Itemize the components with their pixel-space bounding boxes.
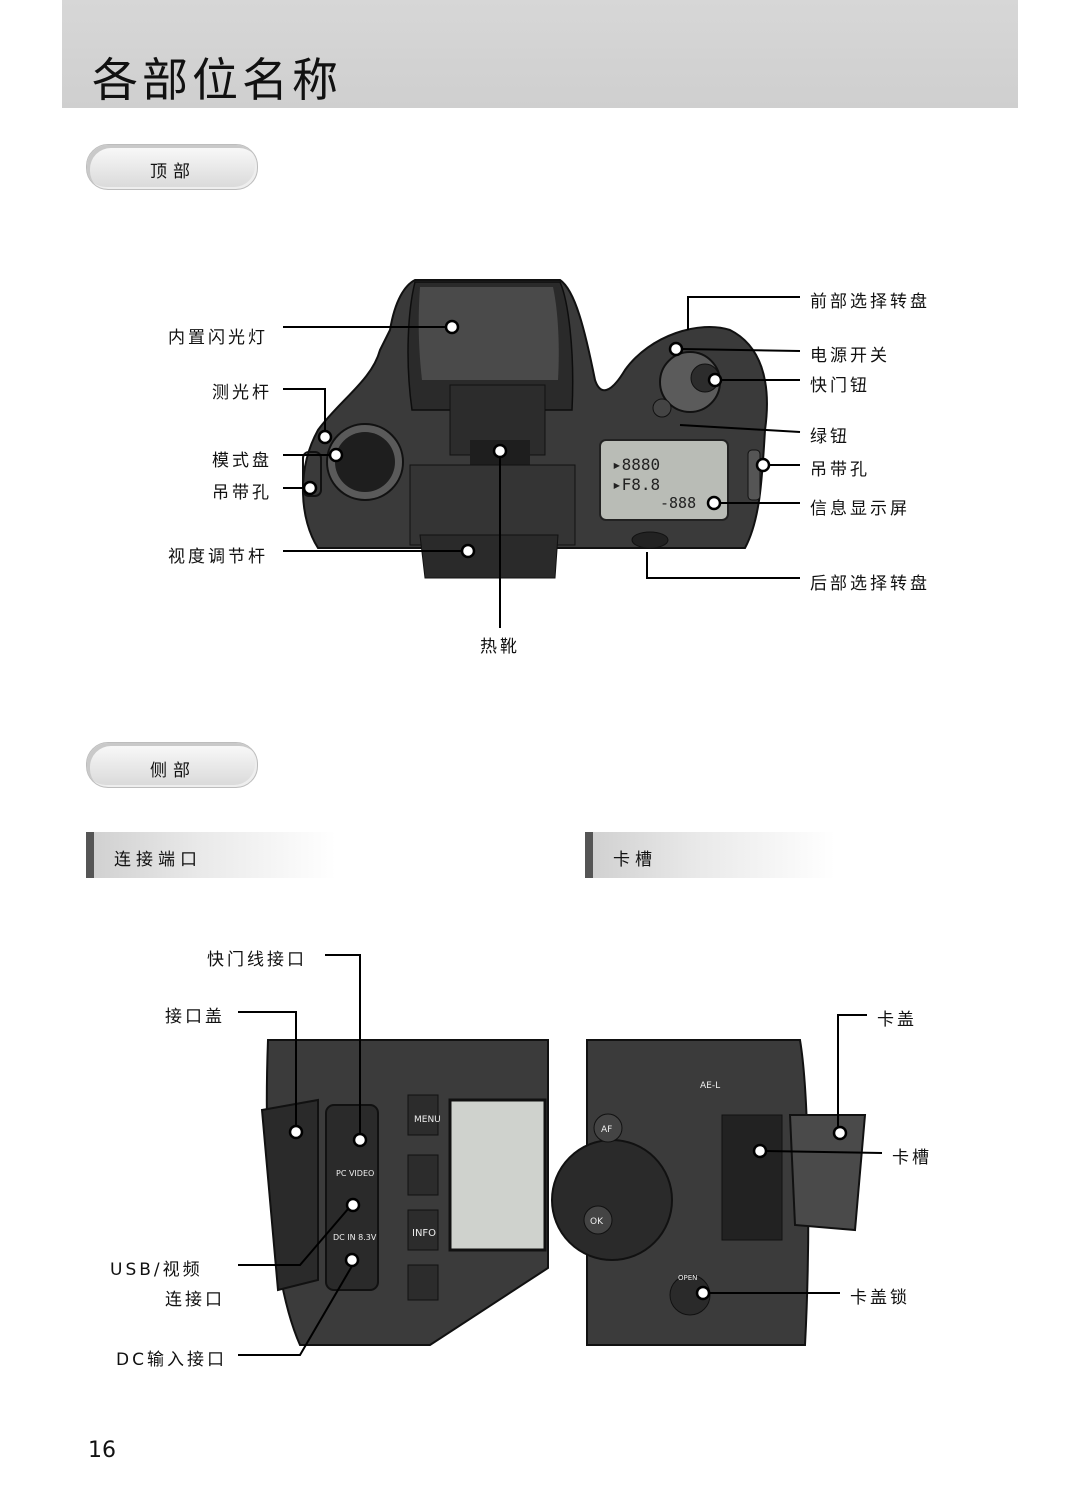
af-button-text: AF [601,1125,612,1135]
erase-button-graphic [407,1154,439,1196]
card-slot-graphic [721,1114,783,1241]
menu-button-text: MENU [414,1115,441,1125]
ok-button-graphic [583,1205,613,1235]
label-cable-release: 快门线接口 [207,950,307,970]
af-button-graphic [593,1113,623,1143]
svg-text:-888: -888 [660,494,696,512]
label-green-button: 绿钮 [810,427,850,447]
ae-l-text: AE-L [700,1081,720,1091]
top-section-pill [86,144,258,190]
label-shutter-button: 快门钮 [810,376,870,396]
title-band [62,0,1018,108]
mode-dial-inner [335,432,395,492]
svg-text:▸8880: ▸8880 [612,455,660,474]
rear-dial-ring-graphic [551,1139,673,1261]
label-strap-eyelet-left: 吊带孔 [212,483,272,503]
label-terminal-cover: 接口盖 [165,1007,225,1027]
label-front-dial: 前部选择转盘 [810,292,930,312]
label-dc-in: DC输入接口 [116,1350,227,1370]
connectors-subheading-bar: 连接端口 [86,832,336,878]
camera-top-view: ▸8880 ▸F8.8 -888 [283,279,801,628]
top-section-heading: 顶部 [150,162,196,182]
card-cover-graphic [788,1114,867,1232]
label-card-cover: 卡盖 [877,1010,917,1030]
menu-button-graphic [407,1094,439,1136]
info-button-text: INFO [412,1228,436,1239]
card-slot-subheading-bar: 卡槽 [585,832,835,878]
page-title: 各部位名称 [92,53,342,107]
label-card-slot: 卡槽 [892,1148,932,1168]
label-strap-eyelet-right: 吊带孔 [810,460,870,480]
subheading-marker [585,832,593,878]
pc-video-text: PC VIDEO [336,1169,374,1178]
label-diopter-lever: 视度调节杆 [168,547,268,567]
dc-in-text: DC IN 8.3V [333,1233,377,1242]
side-section-pill [86,742,258,788]
camera-card-slot-view: OK AF AE-L OPEN [551,1014,883,1346]
info-button-graphic [407,1209,439,1251]
svg-text:▸F8.8: ▸F8.8 [612,475,660,494]
card-slot-subheading: 卡槽 [613,850,657,870]
strap-eyelet-graphic-left [302,451,322,497]
terminal-cover-graphic [260,1098,319,1292]
page-number: 16 [88,1438,116,1463]
side-section-heading: 侧部 [150,761,196,781]
label-card-cover-lock: 卡盖锁 [850,1288,910,1308]
green-button-graphic [652,398,672,418]
play-button-graphic [407,1264,439,1301]
eyepiece [419,534,559,579]
viewfinder-block [409,464,576,546]
terminal-panel-graphic [325,1104,379,1291]
flash-top [418,287,559,380]
label-mode-dial: 模式盘 [212,451,272,471]
label-power-switch: 电源开关 [810,346,890,366]
connectors-subheading: 连接端口 [114,850,202,870]
subheading-marker [86,832,94,878]
camera-connector-view: MENU INFO PC VIDEO DC IN 8.3V [238,954,549,1356]
label-built-in-flash: 内置闪光灯 [168,328,268,348]
rear-dial-graphic [631,531,669,549]
label-usb-video-line2: 连接口 [165,1290,225,1310]
label-usb-video-line1: USB/视频 [110,1260,203,1280]
card-lock-graphic [669,1274,711,1316]
label-metering-lever: 测光杆 [212,383,272,403]
rear-lcd-graphic [448,1098,547,1252]
label-info-display: 信息显示屏 [810,499,910,519]
label-hot-shoe: 热靴 [480,637,520,657]
strap-eyelet-graphic-right [747,449,761,501]
open-text: OPEN [678,1274,697,1282]
label-rear-dial: 后部选择转盘 [810,574,930,594]
info-lcd-graphic [599,439,729,521]
ok-button-text: OK [590,1217,604,1227]
